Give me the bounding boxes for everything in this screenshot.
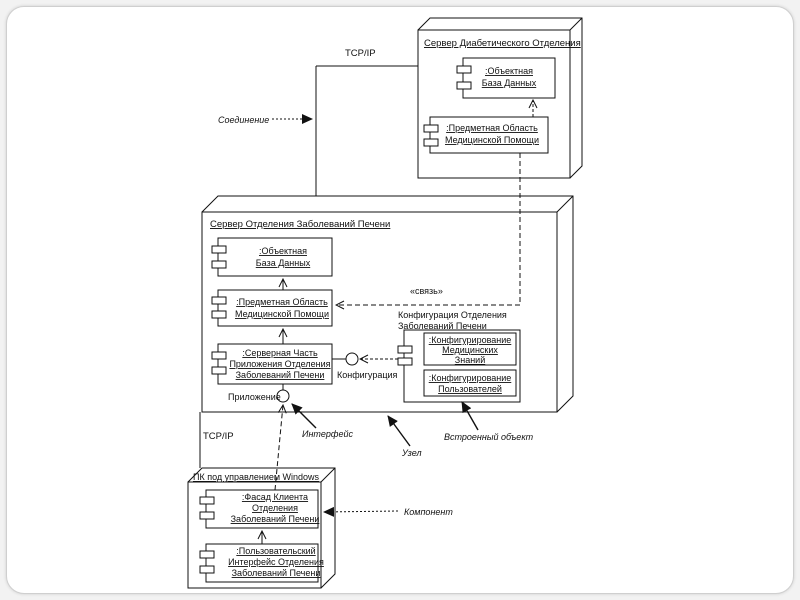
interface-pointer [291, 403, 317, 429]
annotation-component: Компонент [404, 507, 453, 517]
diabetes-db-line1: :Объектная [485, 66, 533, 76]
component-client-facade [199, 489, 319, 529]
diabetes-domain-line2: Медицинской Помощи [445, 135, 539, 145]
diabetes-server-title: Сервер Диабетического Отделения [424, 38, 581, 49]
config-medical-line1: :Конфигурирование [429, 335, 512, 345]
annotation-connection: Соединение [218, 115, 269, 125]
component-liver-server-app [211, 343, 333, 385]
diabetes-db-line2: База Данных [482, 78, 537, 88]
client-ui-line1: :Пользовательский [236, 546, 315, 556]
client-ui-line3: Заболеваний Печени [232, 568, 321, 578]
config-medical-line2: Медицинских [442, 345, 498, 355]
liver-server-title: Сервер Отделения Заболеваний Печени [210, 219, 390, 230]
client-facade-line3: Заболеваний Печени [231, 514, 320, 524]
annotation-embedded-object: Встроенный объект [444, 432, 534, 442]
svyaz-label: «связь» [410, 286, 443, 296]
component-config-medical [397, 332, 517, 366]
component-diabetes-domain [423, 116, 549, 154]
liver-app-line2: Приложения Отделения [229, 359, 330, 369]
svyaz-dependency [336, 153, 521, 305]
config-medical-line3: Знаний [455, 355, 485, 365]
configuration-label: Конфигурация [337, 370, 398, 380]
annotation-node: Узел [401, 448, 422, 458]
client-facade-line2: Отделения [252, 503, 298, 513]
tcpip-bottom-label: TCP/IP [203, 431, 234, 442]
node-pointer [387, 415, 411, 447]
component-diabetes-object-db [456, 57, 556, 99]
liver-db-line2: База Данных [256, 258, 311, 268]
application-label: Приложение [228, 392, 281, 402]
diabetes-domain-line1: :Предметная Область [446, 123, 538, 133]
facade-to-interface [274, 405, 283, 491]
config-interface-circle [345, 352, 359, 366]
component-liver-object-db [211, 237, 333, 277]
component-liver-domain [211, 289, 333, 327]
liver-domain-line1: :Предметная Область [236, 297, 328, 307]
liver-app-line1: :Серверная Часть [242, 348, 318, 358]
component-pointer [323, 506, 399, 517]
embedded-title-line2: Заболеваний Печени [398, 321, 487, 331]
annotation-interface: Интерфейс [302, 429, 354, 439]
app-interface-circle [276, 389, 290, 403]
config-users-line2: Пользователей [438, 384, 502, 394]
client-facade-line1: :Фасад Клиента [242, 492, 308, 502]
pc-client-title: ПК под управлением Windows [193, 472, 320, 482]
tcpip-top-label: TCP/IP [345, 48, 376, 59]
liver-app-line3: Заболеваний Печени [236, 370, 325, 380]
client-ui-line2: Интерфейс Отделения [228, 557, 324, 567]
embedded-object-pointer [461, 401, 479, 431]
liver-db-line1: :Объектная [259, 246, 307, 256]
liver-domain-line2: Медицинской Помощи [235, 309, 329, 319]
config-users-line1: :Конфигурирование [429, 373, 512, 383]
embedded-title-line1: Конфигурация Отделения [398, 310, 507, 320]
component-client-ui [199, 543, 319, 583]
component-config-users [423, 369, 517, 397]
